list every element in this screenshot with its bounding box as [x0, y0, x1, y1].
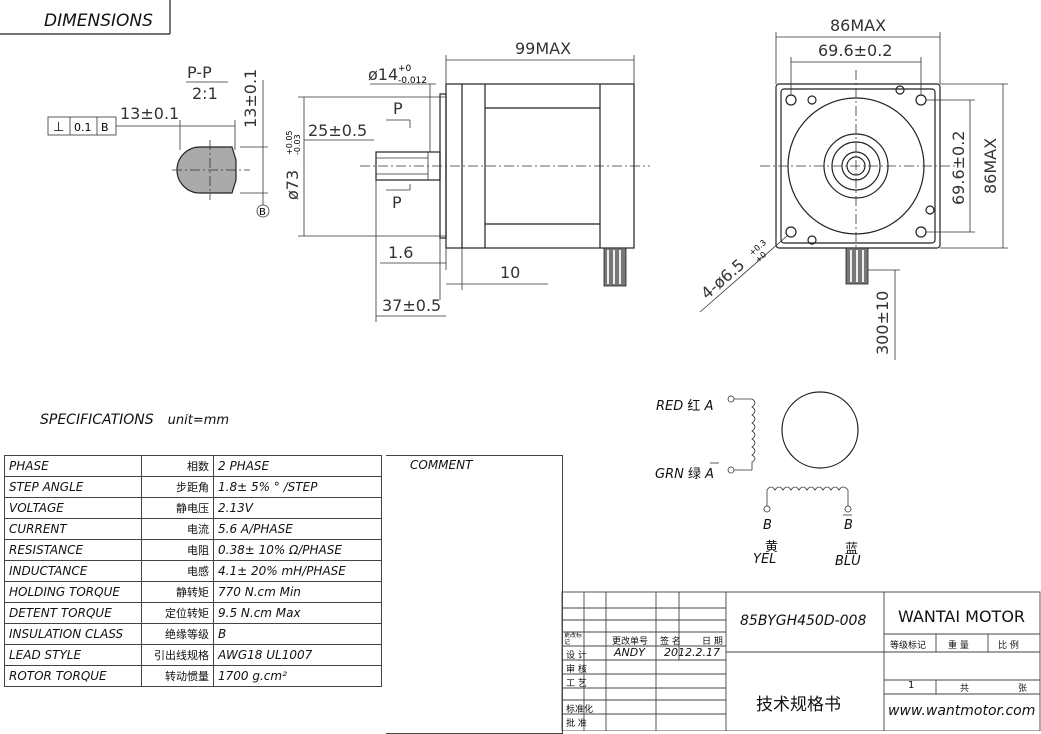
section-mark-bottom: P — [392, 193, 402, 212]
flange-thickness-dim: 1.6 — [388, 243, 413, 262]
yel-cn-label: 黄 — [765, 540, 779, 555]
company-name: WANTAI MOTOR — [898, 607, 1026, 626]
lead-wires-side — [603, 247, 627, 287]
grn-wire-label: GRN 绿 A — [655, 467, 715, 482]
shaft-length-dim: 25±0.5 — [308, 121, 367, 140]
spec-name-cn: 转动惯量 — [141, 665, 214, 687]
signature-label: 签 名 — [660, 637, 681, 647]
tolerance-frame: ⊥ 0.1 B — [47, 116, 180, 136]
comment-label: COMMENT — [410, 458, 473, 472]
spec-name: INDUCTANCE — [4, 560, 142, 582]
section-scale: 2:1 — [192, 84, 218, 103]
shaft-dia-dim: ø14 — [368, 65, 398, 84]
svg-text:0.1: 0.1 — [74, 121, 92, 134]
blu-label: BLU — [835, 554, 861, 569]
flange-width-dim: 10 — [500, 263, 520, 282]
total-shaft-dim: 37±0.5 — [382, 296, 441, 315]
section-label: P-P — [187, 63, 212, 82]
svg-text:-0.03: -0.03 — [293, 134, 302, 155]
svg-text:B: B — [101, 121, 109, 134]
spec-value: 0.38± 10% Ω/PHASE — [213, 539, 382, 561]
datum-b: B — [259, 207, 266, 218]
frame-height-dim: 86MAX — [981, 138, 1000, 194]
design-date: 2012.2.17 — [664, 646, 720, 659]
spec-value: 1700 g.cm² — [213, 665, 382, 687]
yel-label: YEL — [753, 552, 777, 567]
weight-label: 重 量 — [948, 641, 969, 651]
spec-name-cn: 绝缘等级 — [141, 623, 214, 645]
spec-name-cn: 电流 — [141, 518, 214, 540]
sheet-number: 1 — [908, 680, 915, 691]
hole-spacing-h-dim: 69.6±0.2 — [818, 41, 892, 60]
svg-text:+0: +0 — [398, 64, 412, 74]
spec-name: HOLDING TORQUE — [4, 581, 142, 603]
b-label: B — [763, 518, 772, 533]
spec-value: 1.8± 5% ° /STEP — [213, 476, 382, 498]
b-bar-label: B — [844, 518, 853, 533]
sheet-label: 张 — [1018, 684, 1028, 694]
grade-mark-label: 等级标记 — [890, 641, 927, 651]
scale-label: 比 例 — [998, 641, 1019, 651]
flat-height-dim: 13±0.1 — [241, 69, 260, 128]
website: www.wantmotor.com — [888, 703, 1036, 719]
date-label: 日 期 — [702, 637, 723, 647]
doc-title: 技术规格书 — [756, 695, 841, 715]
rev-mark-label: 更改标记 — [564, 632, 583, 646]
spec-name-cn: 电阻 — [141, 539, 214, 561]
process-label: 工 艺 — [566, 679, 587, 689]
blu-cn-label: 蓝 — [845, 542, 859, 557]
hole-spacing-v-dim: 69.6±0.2 — [949, 131, 968, 205]
unit-label: unit=mm — [167, 413, 230, 428]
dimensions-heading: DIMENSIONS — [44, 11, 153, 31]
lead-wires-front — [845, 247, 869, 285]
frame-width-dim: 86MAX — [830, 16, 886, 35]
spec-value: 5.6 A/PHASE — [213, 518, 382, 540]
total-label: 共 — [960, 684, 970, 694]
standard-label: 标准化 — [566, 705, 594, 715]
flat-width-dim: 13±0.1 — [120, 104, 179, 123]
svg-text:+0.05: +0.05 — [285, 130, 294, 155]
section-mark-top: P — [393, 99, 403, 118]
spec-name: VOLTAGE — [4, 497, 142, 519]
model-number: 85BYGH450D-008 — [740, 613, 867, 629]
lead-length-dim: 300±10 — [873, 291, 892, 355]
wiring-diagram — [710, 391, 859, 516]
spec-name: INSULATION CLASS — [4, 623, 142, 645]
section-pp-view: P-P 2:1 ⊥ 0.1 B 13±0.1 13±0.1 B — [47, 63, 270, 218]
spec-value: 770 N.cm Min — [213, 581, 382, 603]
body-length-dim: 99MAX — [515, 39, 571, 58]
spec-value: 9.5 N.cm Max — [213, 602, 382, 624]
spec-name-cn: 引出线规格 — [141, 644, 214, 666]
shaft-section-shape — [176, 146, 237, 194]
pilot-dia-dim: ø73 — [283, 170, 302, 200]
spec-name-cn: 电感 — [141, 560, 214, 582]
designer-name: ANDY — [614, 646, 645, 659]
svg-text:⊥: ⊥ — [53, 120, 64, 135]
review-label: 审 核 — [566, 665, 587, 675]
front-view: 86MAX 69.6±0.2 69.6±0.2 86MAX 4-ø6.5 +0.… — [697, 16, 1008, 360]
side-view: 99MAX ø14 +0 -0.012 ø73 +0.05 -0.03 25±0… — [283, 39, 650, 322]
change-no-label: 更改单号 — [612, 637, 649, 647]
approve-label: 批 准 — [566, 719, 587, 729]
spec-name-cn: 静转矩 — [141, 581, 214, 603]
spec-name: ROTOR TORQUE — [4, 665, 142, 687]
design-label: 设 计 — [566, 651, 587, 661]
spec-name: STEP ANGLE — [4, 476, 142, 498]
red-wire-label: RED 红 A — [656, 399, 714, 414]
svg-text:-0.012: -0.012 — [398, 76, 427, 86]
